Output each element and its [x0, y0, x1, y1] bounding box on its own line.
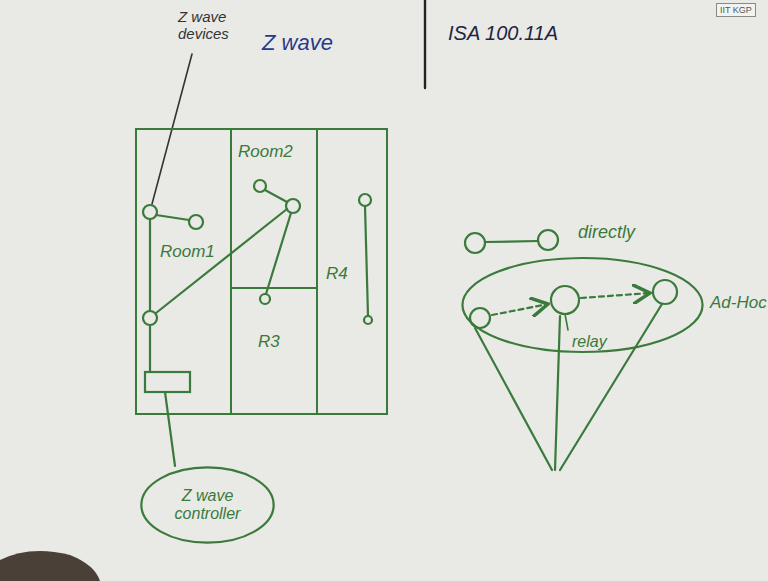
topic-title: Z wave — [262, 30, 333, 55]
relay-note: relay — [572, 333, 607, 351]
ellipse-line — [141, 467, 273, 542]
node-label: Ad-Hoc — [710, 293, 767, 313]
ellipse-line — [462, 258, 702, 352]
watermark: IIT KGP — [716, 3, 756, 17]
room-cell: R3 — [230, 287, 318, 415]
node-label: Room2 — [238, 142, 293, 162]
topic-title: ISA 100.11A — [448, 22, 558, 45]
node-label: Z wave controller — [160, 487, 255, 524]
link-note: directly — [578, 222, 635, 243]
room-cell: Room2 — [230, 128, 318, 289]
node-label: R3 — [258, 332, 280, 352]
device-note: Z wave devices — [178, 8, 253, 43]
node-label: R4 — [326, 264, 348, 284]
room-cell: R4 — [316, 128, 388, 415]
room-cell: Room1 — [135, 128, 232, 415]
controller-ellipse: Z wave controller — [140, 465, 275, 545]
node-label: Room1 — [160, 242, 215, 262]
